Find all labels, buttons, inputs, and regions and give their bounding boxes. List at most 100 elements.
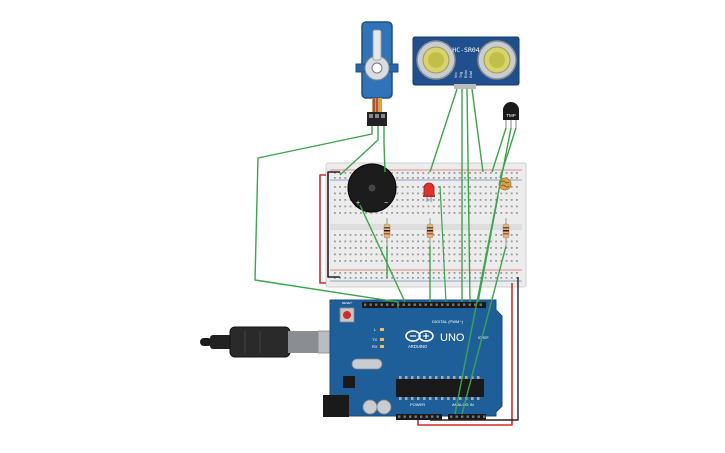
hole xyxy=(334,177,336,179)
hole xyxy=(432,205,435,208)
hole xyxy=(344,272,347,274)
hole xyxy=(458,205,461,208)
hole xyxy=(453,192,456,195)
hole xyxy=(469,192,471,195)
hole xyxy=(500,199,503,201)
ioref-label: IOREF xyxy=(478,336,489,340)
hole xyxy=(417,240,419,243)
hole xyxy=(365,272,367,274)
resistor-buzzer[interactable] xyxy=(383,218,391,246)
hole xyxy=(360,272,362,274)
hole xyxy=(339,177,341,179)
hole xyxy=(432,253,435,256)
hole xyxy=(412,205,414,208)
hole xyxy=(448,212,451,214)
hole xyxy=(339,260,341,262)
hole xyxy=(334,192,336,195)
hole xyxy=(401,199,404,201)
hole xyxy=(417,205,419,208)
hole xyxy=(349,247,352,249)
hole xyxy=(448,234,451,236)
hole xyxy=(474,186,477,188)
hole xyxy=(365,240,367,243)
hole xyxy=(483,415,486,418)
hole xyxy=(510,253,513,256)
hole xyxy=(396,177,399,179)
wire-ldr-signal xyxy=(461,245,507,415)
hole xyxy=(448,177,451,179)
hole xyxy=(458,277,461,279)
hole xyxy=(479,177,482,179)
hole xyxy=(344,205,347,208)
hole xyxy=(396,186,399,188)
hole xyxy=(349,234,352,236)
hole xyxy=(443,234,445,236)
hole xyxy=(344,240,347,243)
arduino-board[interactable]: UNO ARDUINO DIGITAL (PWM~) L TX RX IOREF… xyxy=(323,299,503,420)
hole xyxy=(464,192,466,195)
hole xyxy=(412,212,414,214)
servo-motor[interactable] xyxy=(355,21,399,126)
hole xyxy=(425,415,428,418)
hole xyxy=(500,272,503,274)
hole xyxy=(458,253,461,256)
hole xyxy=(464,177,466,179)
reset-button[interactable] xyxy=(343,311,351,319)
hole xyxy=(401,186,404,188)
hole xyxy=(453,172,456,174)
hole xyxy=(443,247,445,249)
hole xyxy=(458,177,461,179)
hole xyxy=(360,277,362,279)
hole xyxy=(406,177,409,179)
hole xyxy=(427,260,430,262)
hole xyxy=(422,260,425,262)
resistor-photoresistor[interactable] xyxy=(502,218,510,246)
hole xyxy=(453,240,456,243)
hole xyxy=(396,234,399,236)
hole xyxy=(490,172,492,174)
hole xyxy=(406,192,409,195)
photoresistor[interactable] xyxy=(498,177,512,191)
hole xyxy=(391,172,393,174)
resistor-led[interactable] xyxy=(426,218,434,246)
hole xyxy=(464,277,466,279)
hole xyxy=(510,277,513,279)
hole xyxy=(505,272,508,274)
temp-sensor-label: TMP xyxy=(506,113,516,118)
hole xyxy=(370,277,373,279)
hole xyxy=(479,272,482,274)
piezo-buzzer[interactable]: + − xyxy=(347,163,397,213)
hole xyxy=(375,272,378,274)
hole xyxy=(459,397,462,400)
hole xyxy=(484,247,487,249)
temperature-sensor[interactable]: TMP xyxy=(503,102,519,128)
hole xyxy=(370,260,373,262)
red-led[interactable] xyxy=(423,182,435,202)
hole xyxy=(401,260,404,262)
hole xyxy=(453,205,456,208)
hole xyxy=(339,199,341,201)
hole xyxy=(495,186,497,188)
hole xyxy=(380,212,383,214)
hole xyxy=(432,240,435,243)
hole xyxy=(443,177,445,179)
hole xyxy=(334,253,336,256)
hole xyxy=(365,247,367,249)
hole xyxy=(510,192,513,195)
ultrasonic-sensor[interactable]: HC-SR04 Vcc Trig Echo Gnd xyxy=(412,36,520,89)
hole xyxy=(344,186,347,188)
hole xyxy=(474,199,477,201)
hole xyxy=(334,260,336,262)
hole xyxy=(479,212,482,214)
hole xyxy=(354,272,357,274)
hole xyxy=(453,234,456,236)
hole xyxy=(401,247,404,249)
hole xyxy=(484,186,487,188)
hole xyxy=(427,240,430,243)
hole xyxy=(396,247,399,249)
hole xyxy=(464,234,466,236)
hole xyxy=(453,260,456,262)
hole xyxy=(422,234,425,236)
hole xyxy=(479,247,482,249)
hole xyxy=(399,376,402,379)
